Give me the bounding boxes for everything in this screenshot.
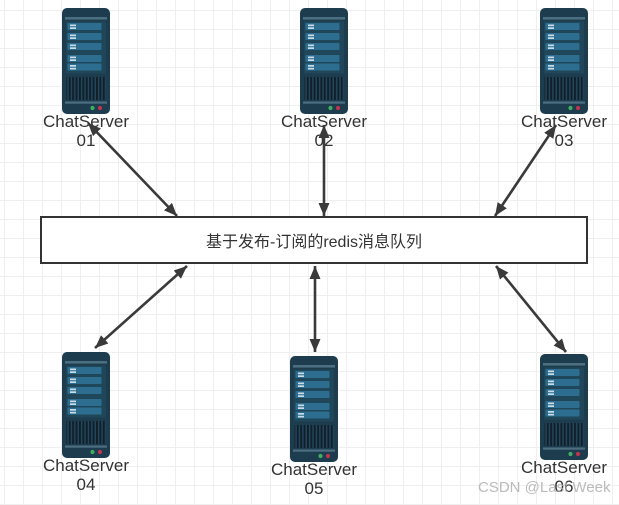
- server-node-03: ChatServer 03: [521, 8, 607, 150]
- arrow-queue-chatserver04: [94, 265, 188, 349]
- arrow-queue-chatserver06: [494, 265, 568, 353]
- server-icon: [540, 8, 588, 114]
- server-label-04: ChatServer 04: [11, 456, 161, 494]
- server-node-02: ChatServer 02: [281, 8, 367, 150]
- server-icon: [540, 354, 588, 460]
- server-name: ChatServer: [521, 458, 607, 477]
- server-name: ChatServer: [43, 112, 129, 131]
- server-label-03: ChatServer 03: [489, 112, 619, 150]
- server-label-06: ChatServer 06: [489, 458, 619, 496]
- server-label-02: ChatServer 02: [249, 112, 399, 150]
- server-name: ChatServer: [271, 460, 357, 479]
- server-number: 05: [304, 479, 324, 498]
- server-name: ChatServer: [521, 112, 607, 131]
- message-queue-box: 基于发布-订阅的redis消息队列: [40, 216, 588, 264]
- server-icon: [62, 8, 110, 114]
- server-node-04: ChatServer 04: [43, 352, 129, 494]
- server-label-01: ChatServer 01: [11, 112, 161, 150]
- server-name: ChatServer: [43, 456, 129, 475]
- server-number: 02: [314, 131, 334, 150]
- server-icon: [62, 352, 110, 458]
- server-node-01: ChatServer 01: [43, 8, 129, 150]
- server-number: 01: [76, 131, 96, 150]
- watermark: CSDN @Last Week: [478, 479, 611, 496]
- server-name: ChatServer: [281, 112, 367, 131]
- server-number: 04: [76, 475, 96, 494]
- server-icon: [290, 356, 338, 462]
- server-icon: [300, 8, 348, 114]
- server-number: 06: [554, 477, 574, 496]
- server-label-05: ChatServer 05: [239, 460, 389, 498]
- server-node-05: ChatServer 05: [271, 356, 357, 498]
- message-queue-label: 基于发布-订阅的redis消息队列: [205, 234, 422, 251]
- server-number: 03: [554, 131, 574, 150]
- server-node-06: ChatServer 06: [521, 354, 607, 496]
